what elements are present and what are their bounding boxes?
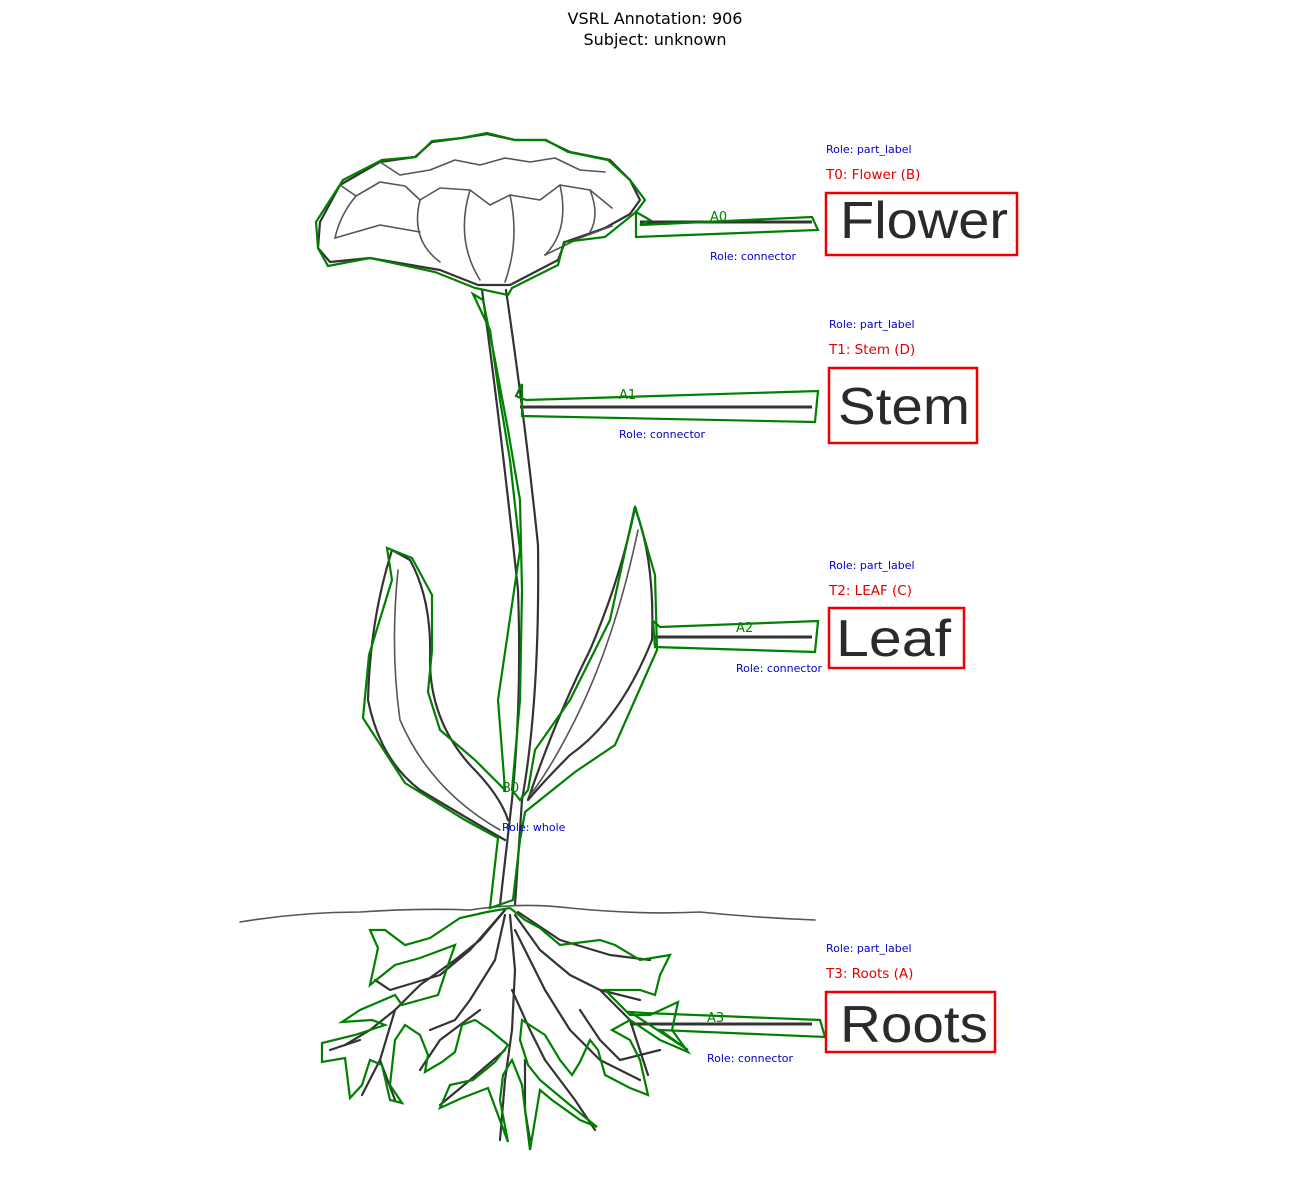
plant-drawing (239, 132, 816, 1142)
t3-role-label: Role: part_label (826, 942, 912, 955)
b0-id-label: B0 (502, 781, 519, 796)
t0-role-label: Role: part_label (826, 143, 912, 156)
a3-role-label: Role: connector (707, 1052, 793, 1065)
stem-drawing (480, 288, 540, 907)
t0-tag-label: T0: Flower (B) (825, 167, 920, 183)
roots-word: Roots (840, 996, 988, 1054)
arrow-a3-polygon (625, 1010, 827, 1051)
a2-role-label: Role: connector (736, 662, 822, 675)
annotation-polygons (314, 131, 827, 1151)
leaf-word: Leaf (836, 610, 952, 668)
arrow-a2-polygon (651, 618, 820, 654)
flower-word: Flower (840, 192, 1008, 250)
stem-word: Stem (838, 378, 970, 436)
figure-subtitle: Subject: unknown (584, 30, 727, 49)
flower-text-box (824, 191, 1019, 257)
arrow-a0-polygon (634, 210, 820, 239)
a1-role-label: Role: connector (619, 428, 705, 441)
roots-text-box (824, 990, 997, 1054)
t3-tag-label: T3: Roots (A) (825, 966, 913, 982)
left-leaf-drawing (366, 548, 510, 842)
a0-id-label: A0 (710, 210, 727, 225)
t1-tag-label: T1: Stem (D) (828, 342, 915, 358)
a1-id-label: A1 (619, 388, 636, 403)
leaf-text-box (827, 606, 966, 670)
figure-title: VSRL Annotation: 906 (568, 9, 743, 28)
a2-id-label: A2 (736, 621, 753, 636)
flower-polygon (314, 131, 647, 297)
a0-role-label: Role: connector (710, 250, 796, 263)
ground-line (239, 904, 816, 923)
t2-tag-label: T2: LEAF (C) (828, 583, 912, 599)
t1-role-label: Role: part_label (829, 318, 915, 331)
t2-role-label: Role: part_label (829, 559, 915, 572)
a3-id-label: A3 (707, 1011, 724, 1026)
roots-polygon (320, 906, 692, 1151)
right-leaf-drawing (526, 506, 654, 802)
arrow-a1-polygon (514, 383, 820, 424)
stem-text-box (827, 366, 979, 445)
whole-plant-polygon (361, 291, 659, 910)
b0-role-label: Role: whole (502, 821, 566, 834)
